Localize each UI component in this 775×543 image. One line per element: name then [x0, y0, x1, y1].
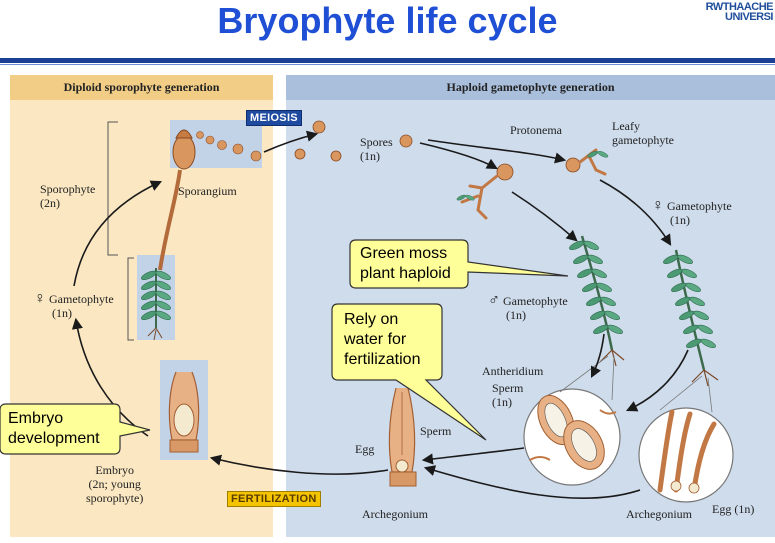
arrow-bud-to-female	[599, 179, 672, 246]
callout-green-moss-line-2: plant haploid	[360, 265, 451, 282]
protonema	[455, 163, 514, 220]
arrow-male-to-antheridium	[590, 333, 605, 379]
callout-embryo-dev-line-1: Embryo	[8, 410, 64, 427]
archegonium-magnified	[638, 407, 734, 503]
title-rule	[0, 58, 775, 63]
fertilization-tag: FERTILIZATION	[227, 491, 321, 507]
arrow-spores-to-protonema	[419, 142, 498, 170]
callout-embryo-development	[0, 403, 151, 455]
sporangium-cap	[175, 129, 193, 139]
diploid-header-bar	[10, 75, 273, 100]
haploid-header: Haploid gametophyte generation	[446, 80, 615, 94]
spores-text: Spores	[360, 135, 393, 149]
male-gametophyte-text: Gametophyte	[503, 294, 568, 308]
sporangium-label: Sporangium	[178, 184, 237, 198]
spore	[312, 120, 326, 134]
sperm-label: Sperm (1n)	[492, 381, 523, 409]
callout-green-moss	[349, 239, 569, 289]
antheridium-lens-line	[559, 355, 615, 401]
archegonium-label-2: Archegonium	[626, 507, 692, 521]
callout-rely-water-line-2: water for	[344, 331, 407, 348]
protonema-label: Protonema	[510, 123, 562, 137]
haploid-header-bar	[286, 75, 775, 100]
female-gametophyte-ploidy: (1n)	[670, 213, 690, 227]
female-gametophyte-text: Gametophyte	[667, 199, 732, 213]
logo-line-2: UNIVERSI	[725, 11, 773, 23]
egg-1n-label: Egg (1n)	[712, 502, 755, 516]
sporophyte-bracket	[107, 121, 118, 256]
title-rule-thin	[0, 64, 775, 65]
capsule-spore	[205, 135, 215, 145]
leafy-line-1: Leafy	[612, 119, 640, 133]
embryo-label: Embryo (2n; young sporophyte)	[86, 463, 143, 505]
left-gametophyte-bracket	[127, 257, 134, 341]
callout-rely-water-line-3: fertilization	[344, 351, 421, 368]
callout-rely-water-text: Rely on water for fertilization	[344, 310, 420, 370]
arrow-female-to-archegonium	[625, 349, 689, 412]
male-gametophyte-label: ♂ Gametophyte (1n)	[488, 292, 568, 323]
female-gametophyte-plant	[661, 249, 719, 387]
left-gametophyte-label: ♀ Gametophyte (1n)	[34, 290, 114, 321]
callout-rely-water-line-1: Rely on	[344, 311, 399, 328]
leafy-gametophyte-label: Leafy gametophyte	[612, 119, 674, 147]
sporophyte-text: Sporophyte	[40, 182, 96, 196]
arrow-fertilization-to-embryo	[209, 454, 389, 475]
arrow-spores-to-bud	[427, 139, 567, 164]
antheridium-label: Antheridium	[482, 364, 544, 378]
arrow-gametophyte-to-sporophyte	[73, 180, 163, 287]
callout-embryo-dev-text: Embryo development	[8, 409, 100, 449]
left-gametophyte-plant	[139, 268, 173, 341]
sporophyte-label: Sporophyte (2n)	[40, 182, 95, 210]
capsule-spore	[196, 131, 204, 139]
arrow-antheridium-to-egg	[421, 447, 525, 465]
capsule-spore	[232, 143, 244, 155]
leafy-gametophyte-bud	[565, 148, 610, 176]
archegonium-lens-line	[659, 375, 713, 413]
female-gametophyte-label: ♀ Gametophyte (1n)	[652, 197, 732, 228]
center-archegonium	[388, 387, 417, 487]
left-gametophyte-text: Gametophyte	[49, 292, 114, 306]
archegonium-label-1: Archegonium	[362, 507, 428, 521]
female-symbol: ♀	[652, 197, 664, 214]
capsule-spore	[217, 140, 227, 150]
spore	[399, 134, 413, 148]
arrow-meiosis-to-spores	[263, 130, 319, 153]
callout-green-moss-line-1: Green moss	[360, 245, 448, 262]
callout-green-moss-text: Green moss plant haploid	[360, 244, 451, 284]
arrow-protonema-to-male	[511, 191, 578, 242]
diploid-header: Diploid sporophyte generation	[63, 80, 220, 94]
slide-title: Bryophyte life cycle	[217, 0, 558, 41]
embryo-text: Embryo	[95, 463, 134, 477]
sporophyte-stalk	[158, 169, 182, 271]
sperm-ploidy: (1n)	[492, 395, 512, 409]
capsule-spore	[250, 150, 262, 162]
antheridium-magnified	[523, 388, 621, 486]
male-gametophyte-ploidy: (1n)	[506, 308, 526, 322]
male-symbol: ♂	[488, 292, 500, 309]
spore	[330, 150, 342, 162]
spores-ploidy: (1n)	[360, 149, 380, 163]
embryo-line-2: (2n; young	[88, 477, 141, 491]
leafy-line-2: gametophyte	[612, 133, 674, 147]
embryo-line-3: sporophyte)	[86, 491, 144, 505]
embryo-archegonium	[168, 371, 200, 453]
egg-label: Egg	[355, 442, 375, 456]
university-logo: RWTHAACHE UNIVERSI	[705, 1, 774, 23]
spores-label: Spores (1n)	[360, 135, 393, 163]
left-gametophyte-ploidy: (1n)	[52, 306, 72, 320]
sperm-text: Sperm	[492, 381, 524, 395]
meiosis-tag: MEIOSIS	[246, 110, 302, 126]
sporophyte-ploidy: (2n)	[40, 196, 60, 210]
callout-rely-water	[331, 303, 487, 441]
left-female-symbol: ♀	[34, 290, 46, 307]
spore	[294, 148, 306, 160]
sporangium-capsule	[172, 134, 196, 170]
arrow-archegonium-to-egg	[423, 465, 641, 499]
sperm-label-2: Sperm	[420, 424, 452, 438]
callout-embryo-dev-line-2: development	[8, 430, 100, 447]
logo-line-1: RWTHAACHE	[705, 1, 774, 13]
